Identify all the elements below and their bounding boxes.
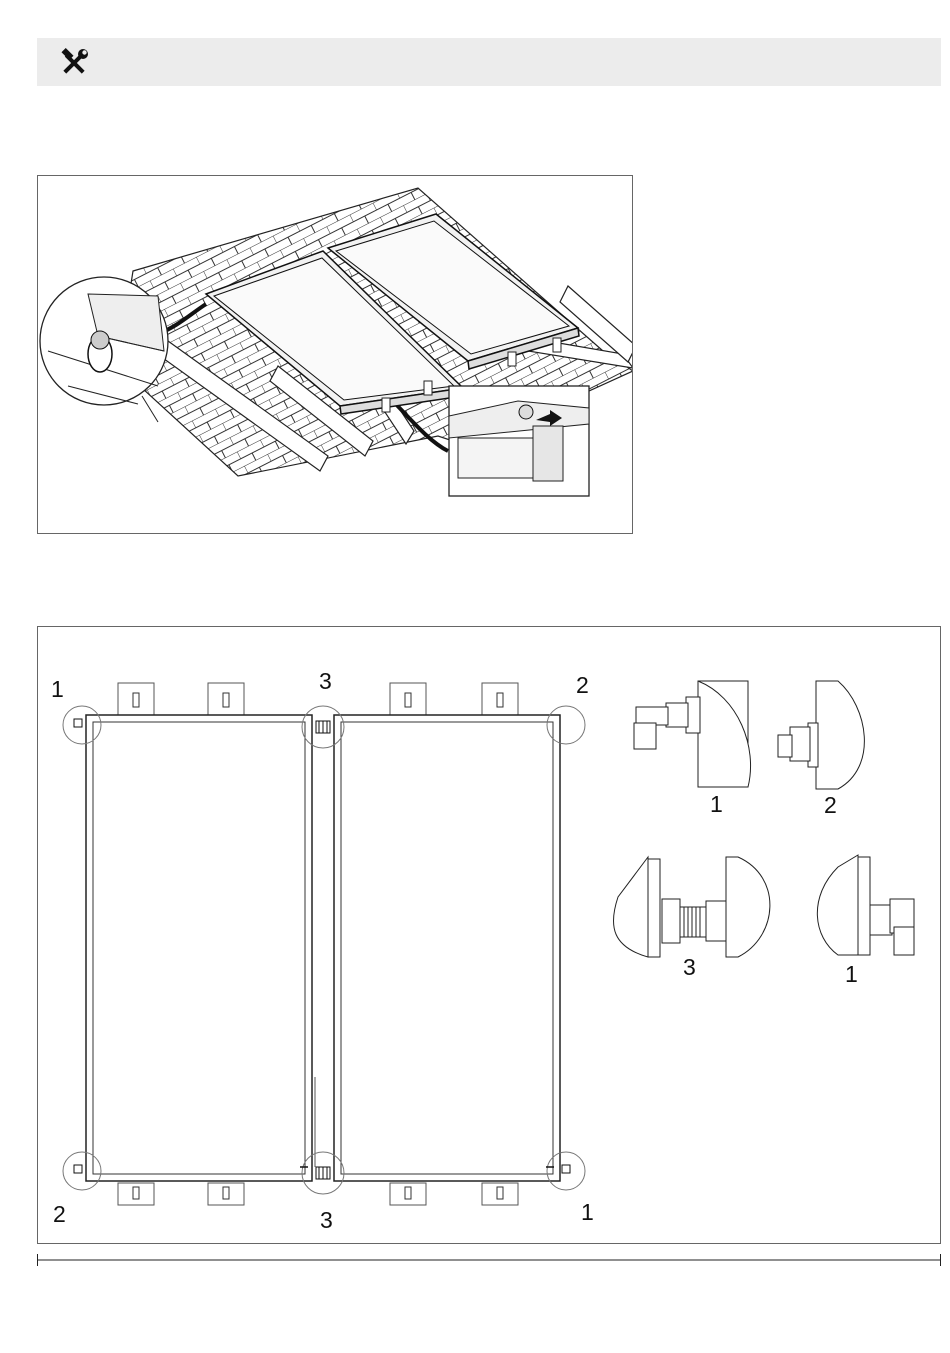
corner-label-bottom-middle: 3 xyxy=(320,1207,333,1233)
header-bar xyxy=(37,38,941,86)
detail-elbow-connector-top xyxy=(634,681,751,787)
connection-diagram-figure: 1 3 2 2 3 1 1 2 xyxy=(37,626,941,1244)
corner-label-bottom-left: 2 xyxy=(53,1201,66,1227)
detail-label-b: 2 xyxy=(824,792,837,818)
corner-cap xyxy=(74,1165,82,1173)
corner-label-bottom-right: 1 xyxy=(581,1199,594,1225)
collector-right xyxy=(334,715,560,1181)
corner-label-top-left: 1 xyxy=(51,676,64,702)
detail-label-a: 1 xyxy=(710,791,723,817)
detail-flexible-connector xyxy=(613,857,769,957)
corner-label-top-middle: 3 xyxy=(319,668,332,694)
corner-cap xyxy=(562,1165,570,1173)
roof-installation-figure xyxy=(37,175,633,534)
collector-left xyxy=(86,715,312,1181)
roof-installation-drawing xyxy=(38,176,632,533)
detail-label-c: 3 xyxy=(683,954,696,980)
detail-straight-connector-top xyxy=(778,681,864,789)
corner-cap xyxy=(74,719,82,727)
bottom-rule xyxy=(37,1254,941,1266)
connection-diagram-drawing: 1 3 2 2 3 1 1 2 xyxy=(38,627,940,1243)
detail-label-d: 1 xyxy=(845,961,858,987)
corner-label-top-right: 2 xyxy=(576,672,589,698)
detail-elbow-connector-bottom xyxy=(817,855,914,955)
tools-icon xyxy=(59,48,89,78)
